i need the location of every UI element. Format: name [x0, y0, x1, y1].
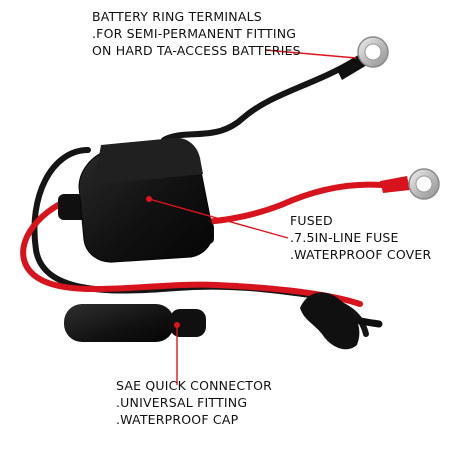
- sae-callout: SAE QUICK CONNECTOR .UNIVERSAL FITTING .…: [116, 377, 272, 428]
- sae-connector: [64, 292, 383, 350]
- sae-title: SAE QUICK CONNECTOR: [116, 378, 273, 393]
- ring-terminals-detail-2: ON HARD TA-ACCESS BATTERIES: [92, 43, 301, 58]
- red-ring-hole: [415, 175, 433, 193]
- fuse-callout: FUSED .7.5IN-LINE FUSE .WATERPROOF COVER: [290, 212, 431, 263]
- red-cable-left-loop: [20, 201, 363, 307]
- sae-connector-cap: [300, 292, 360, 350]
- ring-terminals-title: BATTERY RING TERMINALS: [92, 9, 262, 24]
- sae-detail-2: .WATERPROOF CAP: [116, 412, 239, 427]
- sae-connector-boot: [64, 304, 174, 342]
- black-ring-hole: [364, 43, 382, 61]
- fuse-title: FUSED: [290, 213, 333, 228]
- black-terminal-boot: [336, 54, 367, 80]
- sae-cap-strap: [330, 313, 383, 328]
- callout-leaders: [148, 49, 357, 385]
- fuse-detail-2: .WATERPROOF COVER: [290, 247, 432, 262]
- sae-connector-strain-relief: [170, 309, 206, 337]
- sae-detail-1: .UNIVERSAL FITTING: [116, 395, 248, 410]
- terminal-callout-line: [264, 49, 357, 59]
- black-cable-upper: [161, 57, 359, 143]
- ring-terminals-detail-1: .FOR SEMI-PERMANENT FITTING: [92, 26, 297, 41]
- red-cable-upper: [175, 181, 395, 227]
- fuse-holder: [58, 137, 214, 263]
- ring-terminals-callout: BATTERY RING TERMINALS .FOR SEMI-PERMANE…: [92, 8, 301, 59]
- ring-terminal-red: [380, 168, 440, 200]
- fuse-holder-lid: [94, 137, 203, 185]
- red-terminal-boot: [380, 176, 410, 193]
- fuse-callout-line: [148, 198, 289, 239]
- ring-terminal-black: [336, 36, 389, 80]
- fuse-detail-1: .7.5IN-LINE FUSE: [290, 230, 399, 245]
